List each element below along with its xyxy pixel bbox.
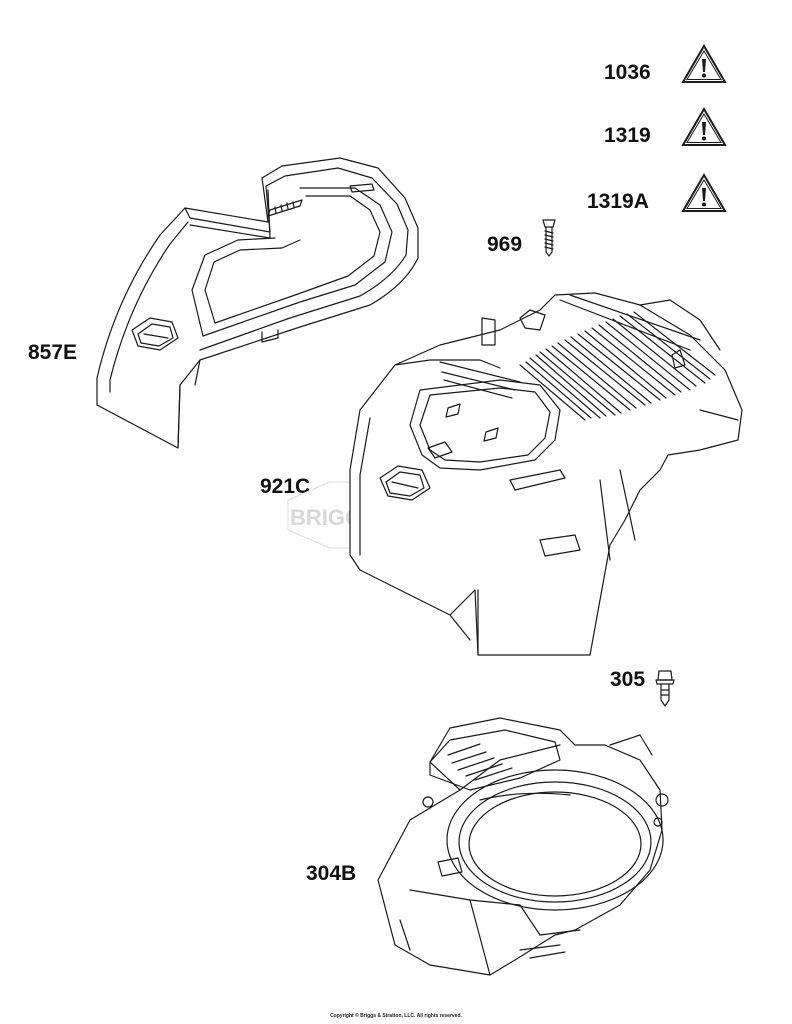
part-969-label: 969 [487,233,523,256]
part-305-label: 305 [610,668,646,691]
lower-housing-304b-drawing [377,717,669,976]
warning-triangle-icon [681,107,727,146]
warning-1319-label: 1319 [604,124,651,147]
part-921c-label: 921C [260,475,311,498]
blower-housing-921c-drawing: BRIGGS&STRATTON [287,292,743,656]
part-857e-label: 857E [28,341,78,364]
warning-1036-label: 1036 [604,61,651,84]
part-304b-label: 304B [306,862,357,885]
bolt-305-drawing [655,670,675,707]
warning-1319a-label: 1319A [587,190,649,213]
warning-triangle-icon [681,44,727,83]
warning-triangle-icon [681,173,727,212]
copyright-notice: Copyright © Briggs & Stratton, LLC. All … [330,1013,462,1019]
screw-969-drawing [542,219,556,257]
upper-cover-857e-drawing [96,157,419,449]
